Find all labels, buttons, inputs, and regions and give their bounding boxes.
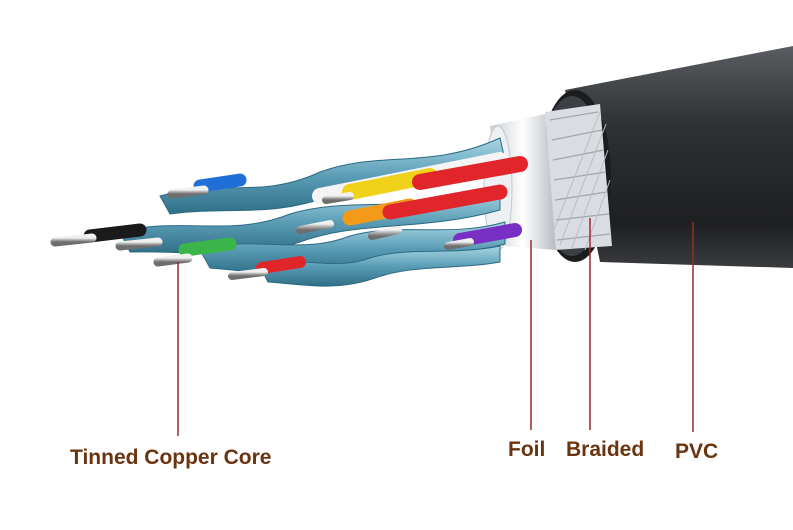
insulated-wires: [83, 152, 528, 274]
copper-cores: [50, 185, 474, 280]
foil-label: Foil: [508, 438, 546, 461]
tinned-copper-core-label: Tinned Copper Core: [70, 446, 272, 469]
pvc-label: PVC: [675, 440, 719, 463]
braided-shield: [545, 104, 612, 251]
braided-label: Braided: [566, 438, 645, 461]
leader-lines: [177, 218, 694, 436]
